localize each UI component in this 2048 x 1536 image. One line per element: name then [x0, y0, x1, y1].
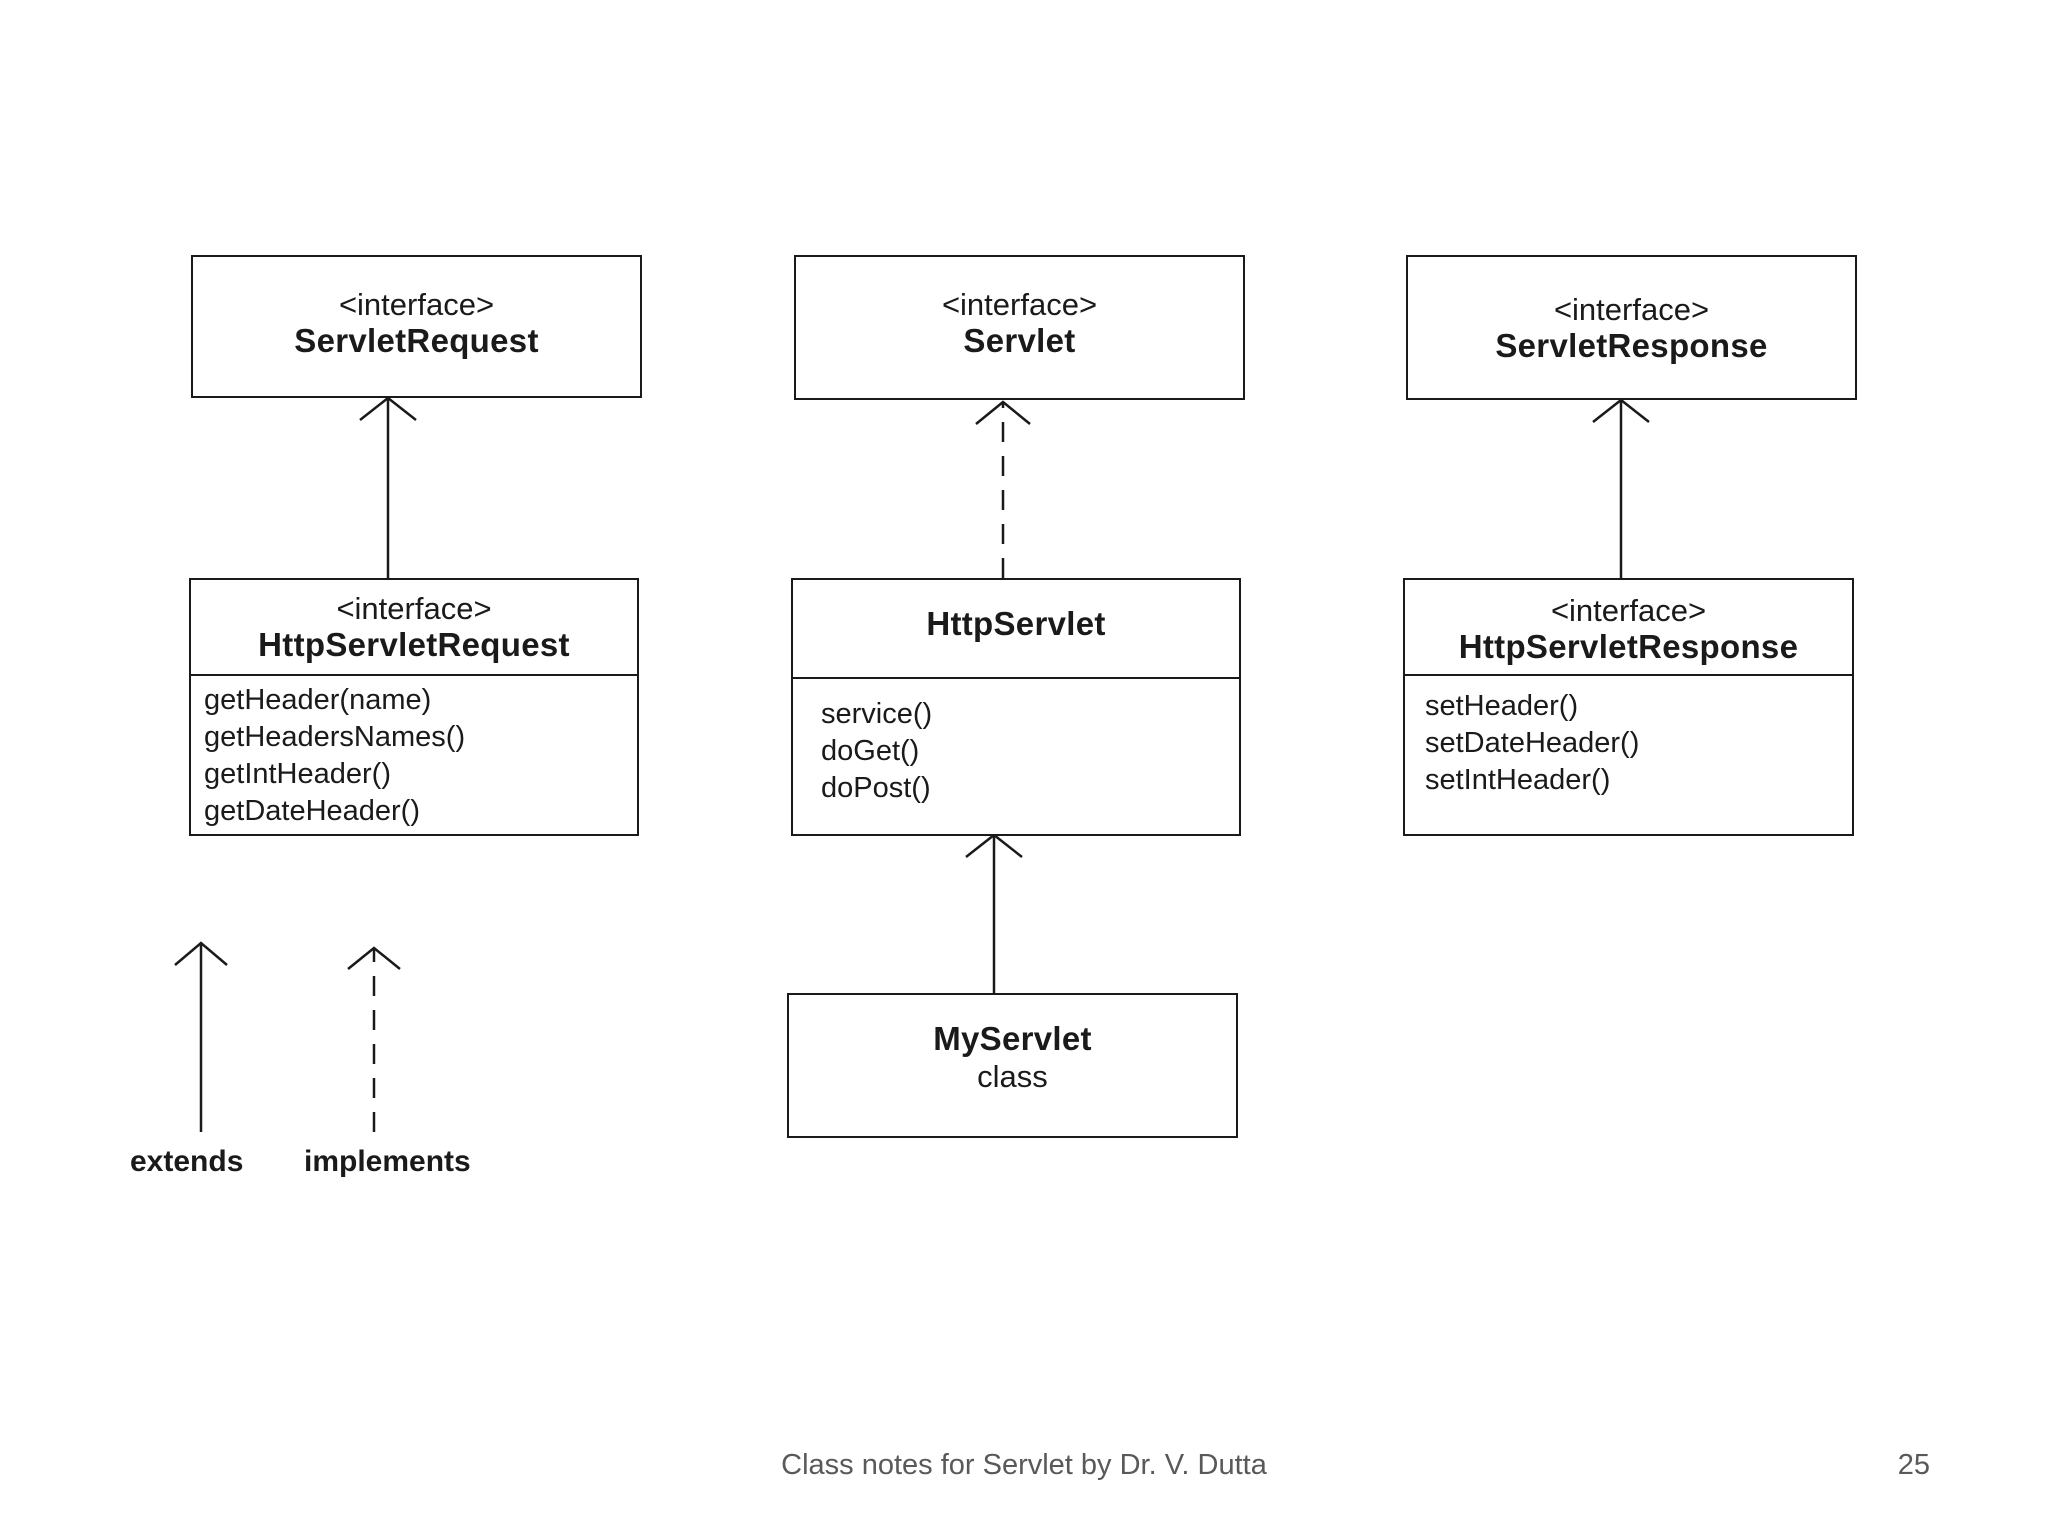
stereotype-label: <interface>	[1550, 593, 1707, 628]
method-item: doPost()	[821, 772, 931, 804]
method-item: service()	[821, 698, 933, 730]
method-list: service() doGet() doPost()	[821, 696, 932, 807]
legend-implements-label: implements	[304, 1145, 471, 1178]
class-name: MyServlet	[933, 1020, 1092, 1057]
extends-arrow-response	[1592, 398, 1650, 580]
servlet-request-box: <interface> ServletRequest	[191, 255, 642, 398]
page-number: 25	[1897, 1449, 1930, 1481]
compartment-divider	[191, 674, 637, 676]
method-item: getDateHeader()	[204, 795, 420, 827]
extends-arrow-myservlet	[965, 833, 1023, 993]
compartment-divider	[1405, 674, 1852, 676]
class-name: Servlet	[963, 322, 1076, 359]
servlet-response-box: <interface> ServletResponse	[1406, 255, 1857, 400]
implements-arrow-servlet	[975, 400, 1031, 578]
http-servlet-request-box: <interface> HttpServletRequest getHeader…	[189, 578, 639, 836]
my-servlet-box: MyServlet class	[787, 993, 1238, 1138]
method-item: doGet()	[821, 735, 920, 767]
method-item: setDateHeader()	[1425, 727, 1640, 759]
class-name: ServletRequest	[294, 322, 539, 359]
class-name: HttpServletResponse	[1458, 628, 1799, 665]
http-servlet-response-box: <interface> HttpServletResponse setHeade…	[1403, 578, 1854, 836]
compartment-divider	[793, 677, 1239, 679]
legend-extends-label: extends	[130, 1145, 244, 1178]
extends-arrow-request	[359, 396, 417, 578]
legend-extends-arrow	[174, 941, 228, 1132]
legend-implements-arrow	[347, 946, 401, 1132]
method-list: setHeader() setDateHeader() setIntHeader…	[1425, 688, 1639, 799]
servlet-box: <interface> Servlet	[794, 255, 1245, 400]
class-name: HttpServletRequest	[258, 626, 570, 663]
method-item: getHeader(name)	[204, 684, 432, 716]
class-subtitle: class	[977, 1059, 1048, 1094]
method-item: setHeader()	[1425, 690, 1579, 722]
method-item: getIntHeader()	[204, 758, 391, 790]
stereotype-label: <interface>	[338, 287, 495, 322]
http-servlet-box: HttpServlet service() doGet() doPost()	[791, 578, 1241, 836]
footer-notes: Class notes for Servlet by Dr. V. Dutta	[781, 1449, 1267, 1481]
class-name: HttpServlet	[926, 605, 1106, 642]
method-item: setIntHeader()	[1425, 764, 1611, 796]
method-list: getHeader(name) getHeadersNames() getInt…	[204, 682, 465, 830]
stereotype-label: <interface>	[1553, 292, 1710, 327]
class-name: ServletResponse	[1495, 327, 1768, 364]
stereotype-label: <interface>	[336, 591, 492, 626]
method-item: getHeadersNames()	[204, 721, 466, 753]
stereotype-label: <interface>	[941, 287, 1098, 322]
